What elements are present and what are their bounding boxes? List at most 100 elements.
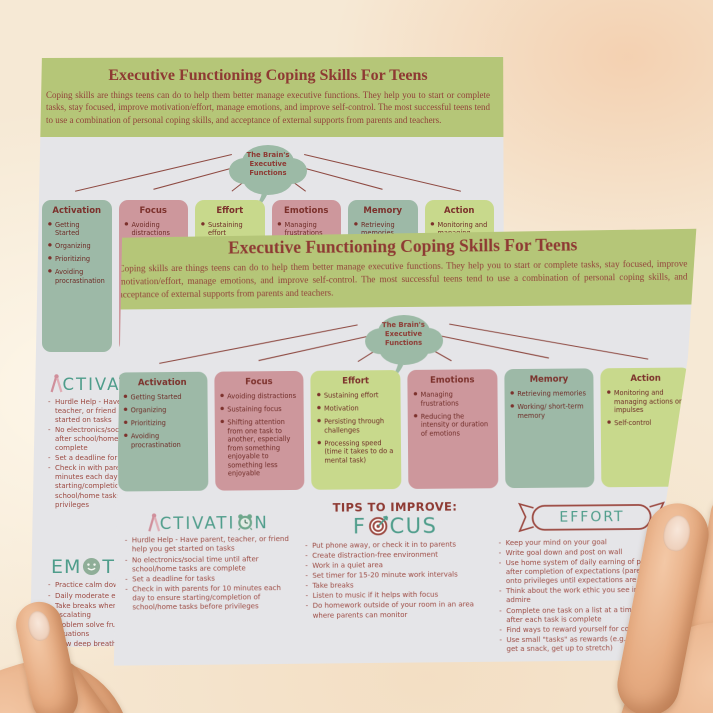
- section-focus: TIPS TO IMPROVE: F CUS Put phone away, o…: [305, 494, 487, 657]
- tip-bullet: Practice calm down strategies: [48, 581, 174, 590]
- brain-cloud-icon: [347, 308, 460, 385]
- activation-heading-text: CTIVATI: [159, 513, 236, 534]
- focus-heading-text: CUS: [389, 513, 438, 539]
- column-bullet: Self-control: [607, 419, 685, 428]
- tips-sections: CTIVATI N Hurdle Help - Have parent, tea…: [118, 486, 694, 713]
- column-header: Action: [444, 205, 475, 216]
- brain-cloud-label: The Brain's Executive Functions: [381, 321, 425, 348]
- focus-kicker: TIPS TO IMPROVE:: [332, 499, 458, 515]
- column-bullet: Sustaining focus: [220, 405, 298, 414]
- tip-bullet: Take breaks: [305, 581, 486, 592]
- column-bullet: Retrieving memories: [354, 221, 412, 238]
- brain-cloud-label: The Brain's Executive Functions: [246, 150, 290, 177]
- poster-title: Executive Functioning Coping Skills For …: [108, 67, 428, 84]
- column-bullet: Sustaining effort: [317, 392, 395, 401]
- tip-bullet: No electronics/social time until after s…: [125, 555, 292, 575]
- tip-bullet: No electronics/social time until after s…: [48, 426, 174, 453]
- column-bullet: Getting Started: [48, 221, 106, 238]
- column-bullet: Retrieving memories: [510, 390, 588, 399]
- focus-heading-text: F: [352, 514, 367, 539]
- bullseye-dart-icon: [367, 515, 388, 536]
- tip-bullet: Hurdle Help - Have parent, teacher, or f…: [125, 535, 292, 555]
- compass-icon: [51, 374, 63, 393]
- tip-bullet: Work in a quiet area: [305, 560, 486, 571]
- function-columns: Activation Getting StartedOrganizingPrio…: [117, 368, 691, 491]
- activation-heading-text: N: [254, 513, 269, 533]
- brain-diagram: The Brain's Executive Functions: [117, 308, 690, 371]
- tip-bullet: Talk to parents about earning reward /in…: [336, 679, 488, 697]
- column-memory: Memory Retrieving memoriesWorking/ short…: [504, 369, 595, 488]
- column-bullet: Getting Started: [124, 393, 202, 402]
- column-bullet: Managing frustrations: [414, 391, 492, 409]
- column-bullet: Prioritizing: [124, 419, 202, 428]
- poster-title: Executive Functioning Coping Skills For …: [228, 234, 578, 258]
- tip-bullet: Follow the same morning/after-school/eve…: [187, 679, 323, 697]
- tip-bullet: Daily moderate exercise: [48, 592, 174, 601]
- tip-bullet: Do homework outside of your room in an a…: [306, 601, 487, 621]
- column-bullet: Avoiding distractions: [125, 221, 183, 238]
- column-action: Action Monitoring and managing actions o…: [601, 368, 692, 487]
- compass-icon: [148, 513, 161, 532]
- column-bullet: Avoiding procrastination: [124, 432, 202, 450]
- emotions-heading: EM TI NS: [126, 668, 293, 689]
- tip-bullet: Daily moderate exercise: [126, 702, 293, 713]
- worksheet-front: Executive Functioning Coping Skills For …: [104, 227, 705, 666]
- column-header: Memory: [363, 205, 403, 216]
- right-thumbnail: [660, 513, 694, 554]
- poster-intro: Coping skills are things teens can do to…: [46, 89, 490, 126]
- tip-bullet: Hurdle Help - Have parent, teacher, or f…: [48, 398, 174, 425]
- tip-bullet: Set timer for 15-20 minute work interval…: [305, 570, 486, 581]
- connector-lines: [117, 308, 690, 371]
- alarm-clock-icon: [236, 513, 253, 530]
- effort-banner: EFFORT: [516, 501, 668, 534]
- poster-intro: Coping skills are things teens can do to…: [118, 258, 688, 300]
- column-bullet: Managing frustrations: [278, 221, 336, 238]
- header-band: Executive Functioning Coping Skills For …: [104, 227, 702, 310]
- tip-bullet: Set a deadline for tasks: [125, 574, 292, 585]
- tip-bullet: Set a deadline for tasks: [48, 454, 174, 463]
- tip-bullet: Use daily Task/To-Do lists, or whiteboar…: [306, 692, 487, 703]
- activation-heading: CTIVATI N: [125, 512, 292, 533]
- tip-bullet: Listen to music if it helps with focus: [305, 591, 486, 602]
- brain-cloud: The Brain's Executive Functions: [347, 308, 460, 385]
- brain-cloud: The Brain's Executive Functions: [212, 138, 324, 214]
- column-bullet: Avoiding procrastination: [48, 268, 106, 285]
- column-header: Effort: [342, 376, 370, 387]
- column-bullet: Avoiding distractions: [220, 392, 298, 401]
- tip-bullet: Check in with parents for 10 minutes eac…: [48, 464, 174, 509]
- smiley-face-icon: [83, 558, 101, 576]
- column-header: Memory: [529, 375, 569, 386]
- memory-heading-text: MEM: [344, 666, 398, 691]
- column-bullet: Reducing the intensity or duration of em…: [414, 412, 492, 438]
- column-bullet: Monitoring and managing actions or impul…: [607, 389, 685, 415]
- tip-bullet: Practice calm down strategies: [126, 692, 293, 703]
- section-emotions: EM TI NS Practice calm down strategiesDa…: [126, 664, 294, 713]
- emotions-heading-text: EM: [51, 556, 82, 579]
- column-header: Emotions: [430, 375, 475, 387]
- memory-heading: MEM RY: [306, 666, 487, 690]
- column-bullet: Organizing: [124, 406, 202, 415]
- column-bullet: Persisting through challenges: [317, 417, 395, 435]
- tip-bullet: Put phone away, or check it in to parent…: [305, 540, 486, 551]
- section-activation: CTIVATI N Hurdle Help - Have parent, tea…: [124, 496, 293, 659]
- speech-bubble-icon: [398, 667, 419, 688]
- column-header: Emotions: [284, 205, 329, 216]
- header-band: Executive Functioning Coping Skills For …: [30, 57, 506, 137]
- tip-bullet: Use one folder for all completed assignm…: [187, 699, 323, 713]
- column-bullet: Processing speed (time it takes to do a …: [317, 439, 395, 465]
- column-header: Action: [630, 374, 661, 385]
- dumbbell-icon: [589, 665, 602, 686]
- sad-face-icon: [221, 668, 240, 687]
- effort-heading: EFFORT: [559, 508, 625, 526]
- column-bullet: Shifting attention from one task to anot…: [220, 418, 298, 478]
- column-focus: Focus Avoiding distractionsSustaining fo…: [214, 371, 305, 490]
- activation-heading-text: CTIVATI: [62, 375, 139, 395]
- emotions-heading-text: TI: [200, 667, 221, 690]
- section-memory: MEM RY Use daily Task/To-Do lists, or wh…: [306, 662, 488, 713]
- action-heading-text: ACT: [536, 664, 587, 689]
- column-bullet: Prioritizing: [48, 255, 106, 263]
- column-activation: Activation Getting StartedOrganizingPrio…: [117, 372, 208, 491]
- tip-bullet: Check in with parents for 10 minutes eac…: [125, 584, 292, 613]
- column-bullet: Motivation: [317, 404, 395, 413]
